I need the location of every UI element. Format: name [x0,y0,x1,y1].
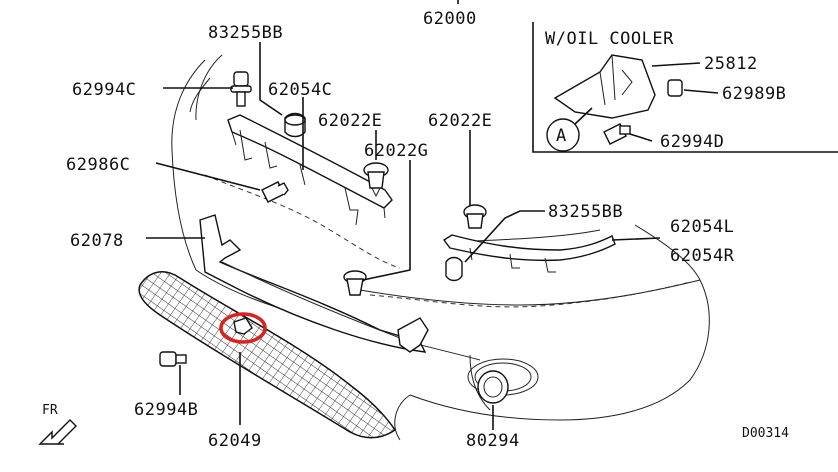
label-inset-title: W/OIL COOLER [545,29,674,49]
label-drawing-id: D00314 [742,426,789,441]
label-62054r: 62054R [670,246,735,266]
fog-ring-80294 [477,370,509,404]
label-62989b: 62989B [722,84,786,104]
label-62022e-right: 62022E [428,111,492,131]
label-62054c: 62054C [268,80,332,100]
label-25812: 25812 [704,54,758,74]
label-62000: 62000 [423,9,477,29]
lower-reinforcement [199,214,429,353]
label-62054l: 62054L [670,217,734,237]
label-62994b: 62994B [134,400,198,420]
label-62986c: 62986C [66,155,130,175]
front-arrow-icon [38,419,77,445]
clip-83255bb-right [445,256,463,282]
label-inset-marker: A [556,126,567,146]
label-62078: 62078 [70,231,124,251]
clip-62022e-left [363,162,389,198]
clip-83255bb-left [284,112,306,138]
leader-lines [146,0,661,430]
lower-grille [138,271,397,439]
clip-62022g [343,270,367,296]
bolt-62994c [230,71,252,107]
label-62994d: 62994D [660,132,724,152]
label-80294: 80294 [466,431,520,451]
side-bracket-62054l-r [442,234,616,273]
inset-marker-circle [546,118,580,152]
upper-bracket-62054c [227,114,393,226]
highlight-circle [219,312,267,344]
label-62022g: 62022G [364,141,428,161]
label-83255bb-left: 83255BB [208,23,283,43]
bolt-62994b [159,351,187,367]
label-62994c: 62994C [72,80,136,100]
inset-oil-cooler [532,22,838,153]
clip-62022e-right [463,204,487,229]
label-62022e-left: 62022E [318,111,382,131]
label-62049: 62049 [208,431,262,451]
screw-62986c [261,181,289,203]
label-83255bb-right: 83255BB [548,202,623,222]
label-direction: FR [42,403,58,418]
